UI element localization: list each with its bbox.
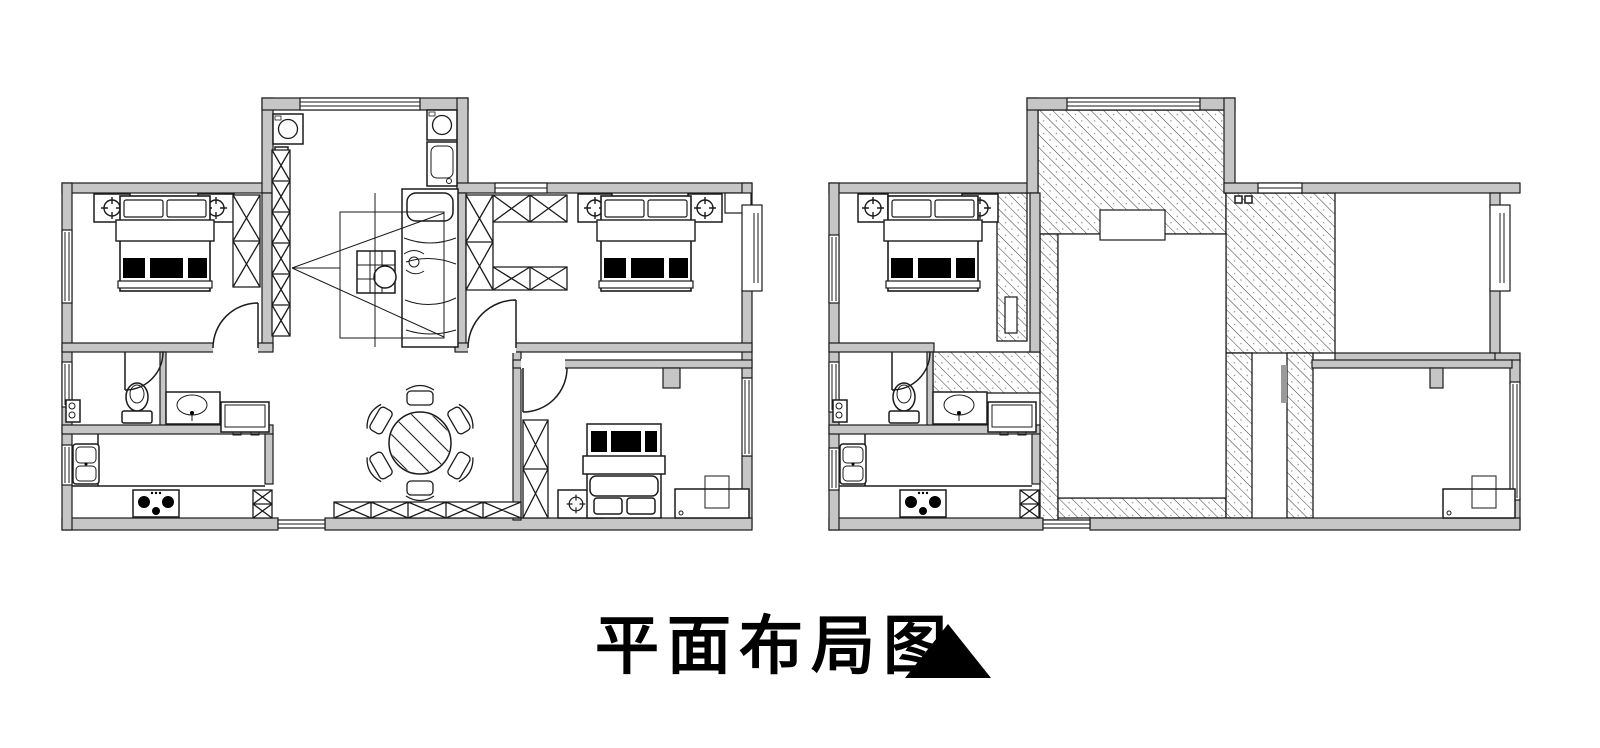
kitchen-cabinet: [1019, 489, 1040, 519]
projection-lines: [291, 193, 445, 347]
vanity-sink: [165, 391, 221, 425]
central-open-area: [1057, 233, 1227, 499]
opening-box: [1099, 209, 1166, 241]
door-swing: [522, 367, 568, 413]
caption: 平面布局图: [595, 610, 991, 684]
door-swing: [891, 351, 931, 391]
wall-stub: [1429, 367, 1444, 389]
bathroom: [65, 351, 270, 436]
door-swing: [467, 299, 517, 349]
windows: [828, 97, 1521, 529]
wardrobe-c-shape: [465, 194, 568, 291]
double-bed-vertical: [582, 423, 666, 519]
water-hookup: [65, 399, 81, 423]
tv-cabinet: [987, 401, 1037, 436]
desk: [1442, 488, 1516, 519]
walls: [828, 97, 1521, 531]
counter: [72, 434, 265, 487]
bathroom: [832, 351, 1037, 436]
bedroom-2: [465, 193, 723, 349]
kitchen-sink: [839, 443, 867, 485]
study-balcony: [271, 109, 459, 348]
washing-machine-icon: [426, 109, 458, 141]
cooktop: [132, 489, 180, 518]
kitchen-cabinet: [252, 489, 273, 519]
table-hatch: [390, 413, 450, 473]
toilet: [888, 382, 920, 424]
tall-cabinet: [271, 149, 291, 337]
dining-room: [333, 384, 522, 519]
chair: [1471, 475, 1497, 509]
desk-and-chair: [356, 250, 425, 294]
wall-stub: [662, 367, 681, 389]
vanity-sink: [932, 391, 988, 425]
wardrobe: [232, 194, 261, 288]
room-bottom-right: [1442, 475, 1516, 519]
wardrobe: [522, 419, 549, 519]
water-hookup: [832, 399, 848, 423]
opening-slot: [1004, 296, 1018, 334]
daybed: [401, 188, 459, 348]
divider-bar: [1281, 365, 1287, 403]
left-plan-furnished: [61, 97, 763, 531]
desk-and-chair: [674, 475, 750, 519]
kitchen: [839, 434, 1040, 519]
caption-title: 平面布局图: [595, 610, 955, 684]
kitchen-sink: [72, 443, 100, 485]
hatched-areas: [932, 109, 1336, 521]
bay-window: [741, 204, 763, 292]
washing-machine-icon: [272, 113, 304, 145]
door-swing: [124, 351, 164, 391]
door-swing: [212, 302, 259, 349]
windows: [61, 97, 763, 529]
kitchen: [72, 434, 273, 519]
double-bed: [883, 195, 983, 292]
toilet: [121, 382, 153, 424]
bedroom-1: [93, 193, 261, 349]
cooktop: [899, 489, 947, 518]
bedroom-3: [522, 367, 750, 519]
counter: [839, 434, 1032, 487]
double-bed: [115, 195, 215, 292]
bedroom-1: [857, 193, 999, 292]
double-bed: [596, 195, 696, 292]
laundry-sink: [426, 141, 458, 187]
right-plan-structure: [828, 97, 1521, 531]
tv-cabinet: [220, 401, 270, 436]
sideboard: [333, 501, 522, 519]
north-arrow-triangle: [905, 624, 991, 678]
